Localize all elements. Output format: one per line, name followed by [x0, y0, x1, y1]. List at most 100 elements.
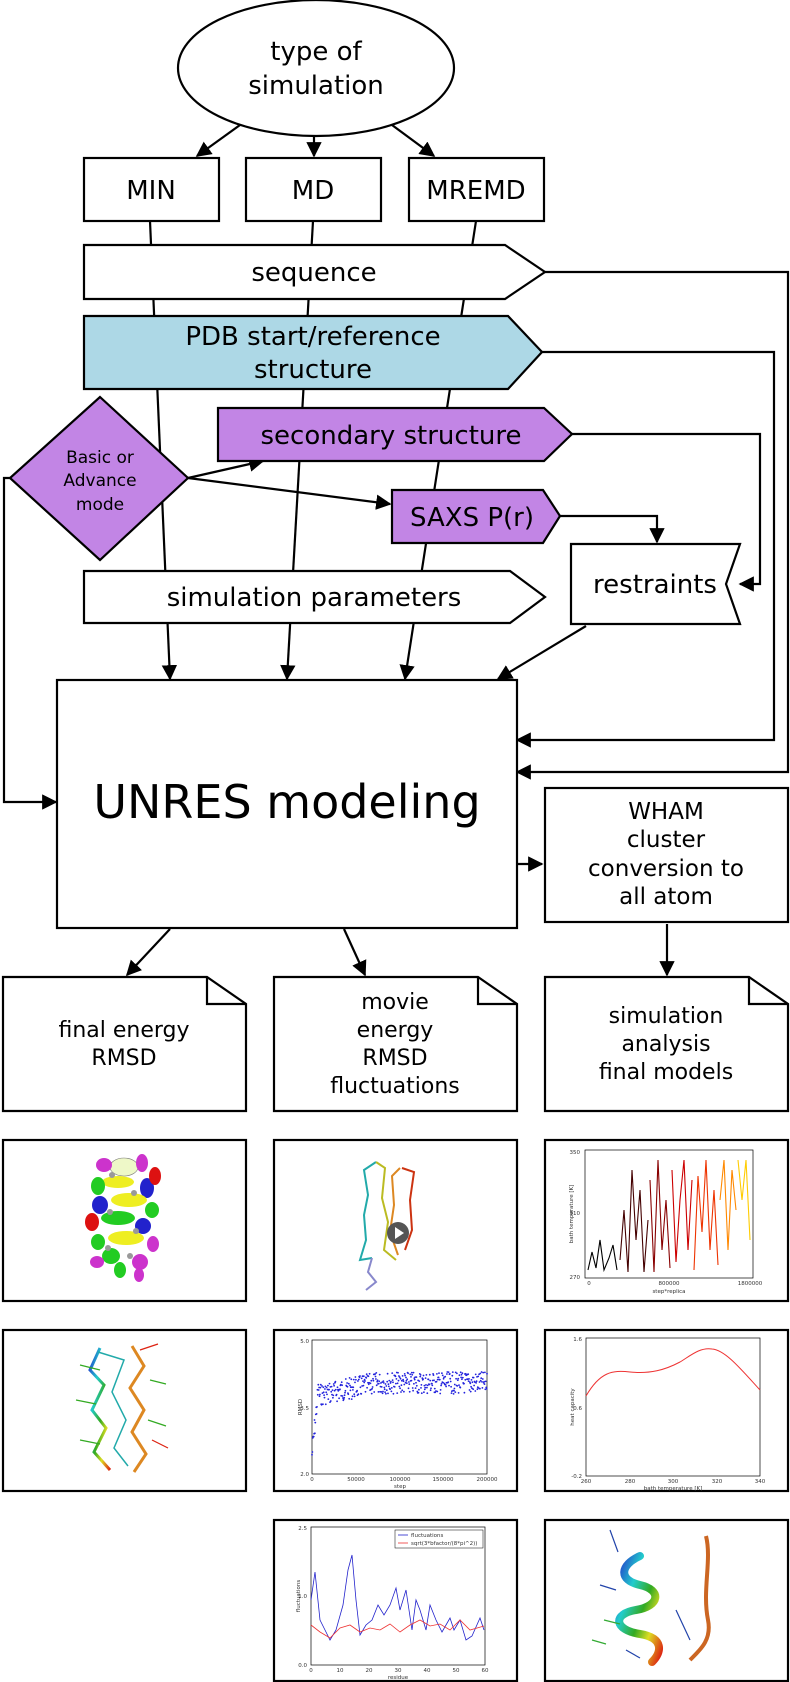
- rmsd-point: [423, 1384, 426, 1387]
- rmsd-point: [334, 1380, 337, 1383]
- rmsd-point: [350, 1398, 353, 1400]
- rmsd-point: [434, 1391, 437, 1394]
- rmsd-point: [469, 1390, 472, 1393]
- rmsd-point: [311, 1437, 314, 1439]
- mode-md-node: MD: [244, 156, 383, 223]
- rmsd-point: [317, 1383, 320, 1386]
- fluctuations-plot: fluctuations sqrt(3*bfactor/(8*pi^2)) 2.…: [296, 1526, 489, 1681]
- rmsd-point: [405, 1379, 408, 1382]
- rmsd-point: [450, 1392, 453, 1394]
- rmsd-point: [324, 1388, 326, 1390]
- rmsd-point: [341, 1395, 344, 1397]
- svg-text:340: 340: [755, 1479, 766, 1485]
- svg-text:final models: final models: [599, 1060, 733, 1085]
- rmsd-point: [385, 1389, 388, 1392]
- svg-text:150000: 150000: [433, 1477, 454, 1483]
- rmsd-point: [432, 1374, 435, 1376]
- rmsd-point: [333, 1384, 335, 1387]
- rmsd-point: [329, 1400, 332, 1402]
- svg-text:MIN: MIN: [126, 176, 176, 206]
- output-movie-node: movie energy RMSD fluctuations: [272, 975, 519, 1113]
- rmsd-point: [342, 1398, 345, 1401]
- rmsd-point: [447, 1381, 450, 1383]
- rmsd-point: [313, 1419, 316, 1421]
- svg-text:energy: energy: [357, 1018, 434, 1043]
- rmsd-point: [403, 1390, 405, 1393]
- rmsd-point: [385, 1385, 388, 1387]
- rmsd-point: [365, 1373, 368, 1376]
- rmsd-point: [409, 1373, 412, 1376]
- rmsd-point: [426, 1386, 428, 1389]
- rmsd-point: [343, 1394, 346, 1397]
- rmsd-point: [403, 1383, 406, 1386]
- rmsd-point: [370, 1392, 373, 1395]
- rmsd-point: [425, 1384, 427, 1386]
- rmsd-point: [399, 1387, 401, 1390]
- svg-text:20: 20: [366, 1668, 373, 1674]
- unres-modeling-node: UNRES modeling: [55, 678, 519, 930]
- rmsd-point: [400, 1384, 403, 1387]
- rmsd-point: [484, 1371, 486, 1374]
- rmsd-point: [364, 1380, 366, 1382]
- rmsd-point: [419, 1375, 422, 1378]
- rmsd-point: [394, 1375, 397, 1378]
- rmsd-point: [478, 1381, 481, 1383]
- all-atom-model-image: [75, 1343, 169, 1473]
- rmsd-point: [436, 1373, 438, 1375]
- rmsd-point: [391, 1379, 394, 1381]
- rmsd-point: [480, 1377, 483, 1380]
- svg-text:350: 350: [570, 1150, 581, 1156]
- rmsd-point: [375, 1378, 377, 1380]
- rmsd-point: [378, 1373, 381, 1376]
- rmsd-point: [382, 1390, 384, 1393]
- rmsd-point: [485, 1386, 488, 1389]
- rmsd-point: [369, 1382, 372, 1385]
- rmsd-point: [330, 1390, 333, 1393]
- rmsd-point: [376, 1379, 379, 1382]
- rmsd-point: [423, 1391, 425, 1394]
- rmsd-point: [474, 1390, 477, 1392]
- rmsd-point: [327, 1384, 329, 1387]
- rmsd-point: [437, 1376, 440, 1379]
- rmsd-point: [315, 1413, 318, 1415]
- svg-text:RMSD: RMSD: [362, 1046, 427, 1071]
- rmsd-point: [311, 1453, 313, 1456]
- rmsd-point: [377, 1382, 380, 1385]
- rmsd-point: [380, 1391, 383, 1393]
- rmsd-point: [458, 1384, 460, 1386]
- rmsd-point: [350, 1378, 353, 1381]
- svg-text:fluctuations: fluctuations: [411, 1533, 444, 1539]
- rmsd-point: [435, 1380, 438, 1383]
- rmsd-point: [392, 1381, 394, 1384]
- rmsd-point: [325, 1391, 328, 1394]
- rmsd-point: [407, 1372, 409, 1375]
- svg-text:sequence: sequence: [251, 258, 376, 288]
- rmsd-point: [402, 1378, 404, 1381]
- rmsd-point: [412, 1371, 415, 1374]
- rmsd-point: [398, 1376, 401, 1378]
- rmsd-point: [474, 1373, 477, 1376]
- rmsd-point: [360, 1377, 363, 1380]
- svg-text:secondary structure: secondary structure: [261, 421, 522, 451]
- svg-text:1.0: 1.0: [298, 1594, 307, 1600]
- rmsd-point: [429, 1379, 432, 1382]
- rmsd-point: [353, 1393, 356, 1396]
- rmsd-point: [326, 1393, 328, 1396]
- rmsd-point: [453, 1387, 456, 1390]
- rmsd-point: [485, 1387, 488, 1390]
- rmsd-point: [327, 1398, 330, 1400]
- movie-image: [358, 1161, 416, 1291]
- rmsd-point: [413, 1378, 416, 1381]
- svg-text:fluctuations: fluctuations: [296, 1580, 302, 1613]
- rmsd-point: [408, 1381, 410, 1383]
- rmsd-plot: 5.0 3.5 2.0 0 50000 100000 150000 200000…: [298, 1339, 498, 1490]
- rmsd-point: [347, 1382, 350, 1385]
- svg-text:200000: 200000: [477, 1477, 498, 1483]
- rmsd-point: [404, 1374, 406, 1377]
- rmsd-point: [477, 1375, 480, 1378]
- rmsd-point: [451, 1371, 454, 1373]
- svg-text:UNRES modeling: UNRES modeling: [93, 775, 480, 829]
- rmsd-point: [448, 1384, 450, 1387]
- rmsd-point: [358, 1376, 361, 1379]
- rmsd-point: [328, 1388, 330, 1391]
